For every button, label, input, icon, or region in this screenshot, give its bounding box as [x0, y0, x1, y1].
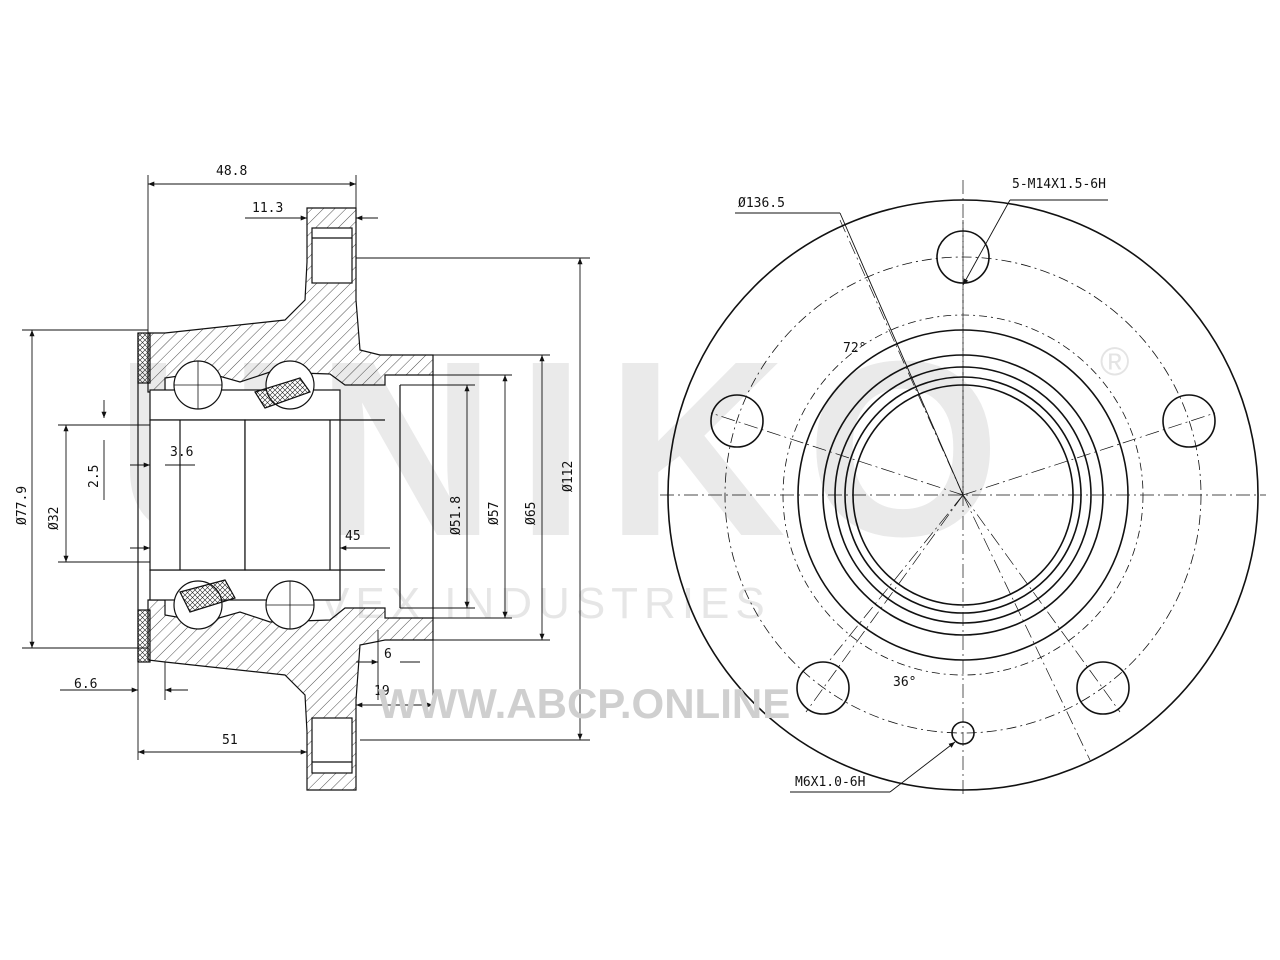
dim-dia-65: Ø65 — [524, 502, 539, 525]
dim-19: 19 — [374, 684, 390, 699]
front-view — [660, 180, 1266, 795]
watermark-registered-mark: ® — [1100, 340, 1129, 384]
inner-ring-left — [149, 419, 246, 571]
dim-45: 45 — [345, 529, 361, 544]
stud-hole-3 — [1076, 661, 1130, 715]
dim-dia-32: Ø32 — [47, 507, 62, 530]
dim-51: 51 — [222, 733, 238, 748]
seal-lower — [137, 609, 151, 663]
dim-2-5: 2.5 — [87, 465, 102, 488]
section-dimensions — [22, 175, 590, 760]
dim-6-6: 6.6 — [74, 677, 97, 692]
cage-upper — [254, 377, 311, 409]
angle-36-label: 36° — [893, 675, 916, 690]
dim-11-3: 11.3 — [252, 201, 283, 216]
dim-48-8: 48.8 — [216, 164, 247, 179]
section-dimension-labels: 48.8 11.3 3.6 45 6 19 6.6 51 2.5 Ø77.9 Ø… — [15, 164, 576, 748]
stud-hole-4 — [796, 661, 850, 715]
seal-upper — [137, 332, 151, 384]
stud-hole-5 — [710, 394, 764, 448]
pcd-diameter-label: Ø136.5 — [738, 196, 785, 211]
dim-dia-51-8: Ø51.8 — [449, 496, 464, 535]
angle-72-label: 72° — [843, 341, 866, 356]
watermark-url: WWW.ABCP.ONLINE — [378, 680, 790, 727]
dim-6: 6 — [384, 647, 392, 662]
stud-bore-upper — [311, 227, 353, 284]
dim-3-6: 3.6 — [170, 445, 193, 460]
dim-dia-57: Ø57 — [487, 502, 502, 525]
aux-thread-label: M6X1.0-6H — [795, 775, 865, 790]
dim-dia-112: Ø112 — [561, 461, 576, 492]
stud-thread-label: 5-M14X1.5-6H — [1012, 177, 1106, 192]
cage-lower — [179, 579, 236, 613]
front-view-labels: Ø136.5 5-M14X1.5-6H M6X1.0-6H 72° 36° — [738, 177, 1106, 790]
inner-ring-right — [244, 419, 341, 571]
stud-hole-2 — [1162, 394, 1216, 448]
dim-dia-77-9: Ø77.9 — [15, 486, 30, 525]
stud-bore-lower — [311, 717, 353, 774]
